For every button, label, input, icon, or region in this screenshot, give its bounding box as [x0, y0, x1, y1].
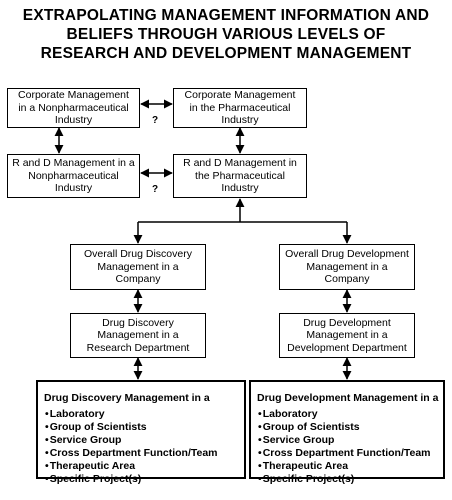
list-item: Specific Project(s) — [44, 473, 240, 486]
list-item: Therapeutic Area — [257, 460, 439, 473]
box-line: in a Nonpharmaceutical — [18, 101, 129, 114]
box-line: Overall Drug Discovery — [84, 248, 192, 261]
box-line: Corporate Management — [184, 89, 296, 102]
levels-list: Laboratory Group of Scientists Service G… — [257, 408, 439, 486]
diagram-title-line-2: BELIEFS THROUGH VARIOUS LEVELS OF — [66, 26, 386, 43]
list-item: Group of Scientists — [257, 421, 439, 434]
list-item: Laboratory — [257, 408, 439, 421]
box-line: in the Pharmaceutical — [189, 101, 291, 114]
box-line: Industry — [221, 182, 259, 195]
list-item: Service Group — [44, 434, 240, 447]
box-line: Management in a — [97, 260, 179, 273]
box-line: R and D Management in — [183, 157, 297, 170]
box-line: Drug Development — [303, 316, 391, 329]
box-line: Industry — [54, 182, 93, 195]
list-item: Therapeutic Area — [44, 460, 240, 473]
box-line: Management in a — [306, 260, 388, 273]
list-item: Cross Department Function/Team — [44, 447, 240, 460]
box-rd-pharmaceutical: R and D Management in the Pharmaceutical… — [173, 154, 307, 198]
box-line: Corporate Management — [18, 89, 129, 102]
box-corporate-pharmaceutical: Corporate Management in the Pharmaceutic… — [173, 88, 307, 128]
list-item: Service Group — [257, 434, 439, 447]
box-line: Nonpharmaceutical — [28, 169, 119, 182]
box-line: Management in a — [306, 329, 388, 342]
box-line: Development Department — [287, 341, 407, 354]
box-development-levels: Drug Development Management in a Laborat… — [249, 380, 445, 485]
box-line: Industry — [221, 114, 259, 127]
box-overall-drug-development: Overall Drug Development Management in a… — [279, 244, 415, 290]
levels-heading: Drug Discovery Management in a — [44, 392, 210, 404]
box-discovery-research-department: Drug Discovery Management in a Research … — [70, 313, 206, 358]
question-mark-corporate: ? — [152, 115, 159, 126]
levels-heading: Drug Development Management in a — [257, 392, 439, 404]
box-line: Overall Drug Development — [285, 248, 409, 261]
box-line: Industry — [54, 114, 93, 127]
list-item: Cross Department Function/Team — [257, 447, 439, 460]
question-mark-rd: ? — [152, 184, 159, 195]
box-line: Research Department — [86, 341, 190, 354]
box-development-department: Drug Development Management in a Develop… — [279, 313, 415, 358]
box-line: the Pharmaceutical — [195, 169, 285, 182]
levels-list: Laboratory Group of Scientists Service G… — [44, 408, 240, 486]
box-overall-drug-discovery: Overall Drug Discovery Management in a C… — [70, 244, 206, 290]
box-line: Company — [324, 273, 370, 286]
list-item: Group of Scientists — [44, 421, 240, 434]
list-item: Specific Project(s) — [257, 473, 439, 486]
box-line: Drug Discovery — [102, 316, 174, 329]
diagram-title-line-3: RESEARCH AND DEVELOPMENT MANAGEMENT — [40, 45, 412, 62]
box-line: Management in a — [97, 329, 179, 342]
list-item: Laboratory — [44, 408, 240, 421]
diagram-title-line-1: EXTRAPOLATING MANAGEMENT INFORMATION AND — [22, 7, 430, 24]
box-discovery-levels: Drug Discovery Management in a Laborator… — [36, 380, 246, 485]
box-corporate-nonpharmaceutical: Corporate Management in a Nonpharmaceuti… — [7, 88, 140, 128]
box-rd-nonpharmaceutical: R and D Management in a Nonpharmaceutica… — [7, 154, 140, 198]
box-line: Company — [115, 273, 161, 286]
box-line: R and D Management in a — [12, 157, 135, 170]
